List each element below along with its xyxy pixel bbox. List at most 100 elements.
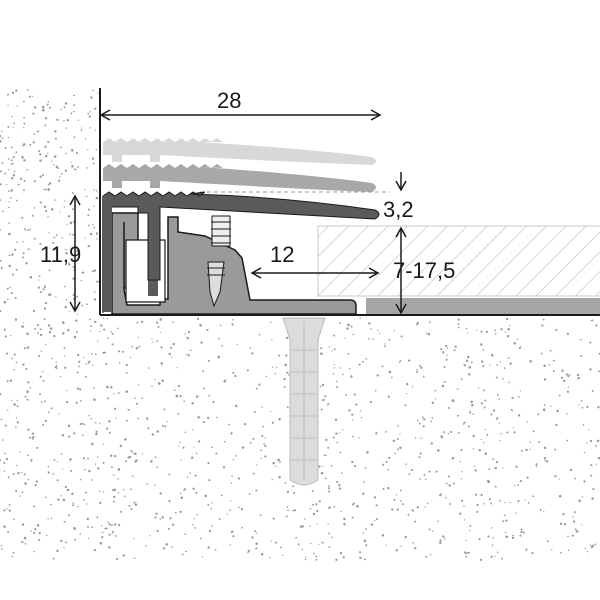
concrete-dot (9, 379, 13, 382)
concrete-dot (6, 184, 8, 186)
concrete-dot (22, 252, 25, 255)
concrete-dot (32, 309, 36, 313)
concrete-dot (260, 449, 263, 452)
concrete-dot (595, 463, 597, 465)
concrete-dot (541, 324, 544, 327)
dim-7-17-5-label: 7-17,5 (393, 258, 455, 283)
concrete-dot (238, 506, 240, 509)
concrete-dot (184, 533, 186, 536)
concrete-dot (502, 520, 505, 523)
concrete-dot (47, 324, 51, 327)
concrete-dot (460, 499, 464, 502)
concrete-dot (419, 478, 421, 480)
concrete-dot (36, 323, 39, 327)
concrete-dot (407, 513, 410, 516)
concrete-dot (316, 509, 319, 513)
concrete-dot (47, 152, 49, 154)
concrete-dot (260, 553, 264, 556)
concrete-dot (589, 341, 592, 344)
concrete-dot (285, 336, 289, 340)
concrete-dot (581, 496, 584, 498)
concrete-dot (369, 400, 372, 404)
concrete-dot (179, 492, 182, 495)
concrete-dot (197, 415, 200, 419)
concrete-dot (191, 402, 194, 405)
concrete-dot (63, 347, 66, 350)
concrete-dot (157, 381, 160, 384)
concrete-dot (64, 169, 67, 172)
concrete-dot (37, 150, 41, 153)
concrete-dot (88, 224, 90, 227)
concrete-dot (137, 336, 140, 339)
concrete-dot (251, 536, 254, 539)
concrete-dot (304, 558, 307, 561)
dim-12-label: 12 (270, 242, 294, 267)
concrete-dot (192, 429, 194, 431)
concrete-dot (15, 426, 17, 429)
concrete-dot (9, 286, 11, 289)
concrete-dot (68, 262, 70, 264)
concrete-dot (479, 343, 483, 346)
concrete-dot (102, 351, 106, 355)
concrete-dot (507, 357, 510, 360)
concrete-dot (447, 432, 450, 435)
concrete-dot (181, 553, 184, 556)
concrete-dot (95, 432, 98, 436)
concrete-dot (499, 361, 502, 363)
concrete-dot (412, 541, 415, 544)
concrete-dot (81, 422, 84, 425)
concrete-dot (287, 509, 289, 512)
concrete-dot (359, 317, 361, 319)
concrete-dot (340, 510, 342, 513)
concrete-dot (351, 419, 354, 421)
concrete-dot (23, 179, 26, 182)
concrete-dot (53, 236, 56, 239)
concrete-dot (430, 442, 433, 445)
concrete-dot (109, 431, 112, 434)
concrete-dot (522, 531, 525, 534)
concrete-dot (26, 398, 29, 401)
concrete-dot (165, 543, 169, 546)
concrete-dot (12, 156, 15, 159)
concrete-dot (376, 329, 379, 331)
concrete-dot (465, 539, 467, 542)
concrete-dot (117, 478, 119, 480)
concrete-dot (232, 535, 235, 538)
concrete-dot (3, 509, 6, 512)
concrete-dot (197, 440, 201, 443)
concrete-dot (505, 519, 508, 522)
concrete-dot (230, 482, 233, 485)
concrete-dot (232, 319, 234, 321)
concrete-dot (10, 292, 13, 295)
concrete-dot (568, 374, 571, 377)
concrete-dot (74, 528, 77, 531)
concrete-dot (8, 206, 10, 209)
concrete-dot (27, 454, 29, 457)
concrete-dot (512, 427, 514, 429)
concrete-dot (327, 523, 329, 525)
profile-light (103, 138, 376, 165)
concrete-dot (467, 551, 470, 554)
concrete-dot (26, 390, 29, 393)
concrete-dot (537, 413, 540, 416)
concrete-dot (49, 327, 53, 330)
concrete-dot (123, 495, 126, 498)
concrete-dot (56, 118, 59, 121)
concrete-dot (61, 468, 64, 470)
concrete-dot (43, 286, 46, 289)
concrete-dot (47, 189, 50, 192)
concrete-dot (4, 335, 7, 338)
concrete-dot (286, 506, 289, 508)
concrete-dot (0, 130, 3, 133)
concrete-dot (428, 470, 431, 473)
concrete-dot (99, 541, 103, 545)
concrete-dot (580, 354, 583, 357)
concrete-dot (384, 345, 386, 348)
concrete-dot (105, 362, 108, 366)
concrete-dot (90, 352, 93, 355)
concrete-dot (26, 89, 29, 91)
concrete-dot (519, 534, 522, 537)
concrete-dot (350, 325, 353, 328)
concrete-dot (217, 355, 221, 359)
concrete-dot (431, 417, 434, 419)
